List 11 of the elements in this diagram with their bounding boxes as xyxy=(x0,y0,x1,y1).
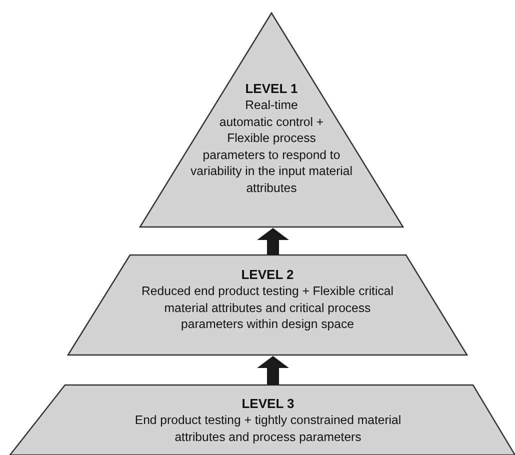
block-arrow xyxy=(257,356,289,385)
pyramid-tier xyxy=(8,385,515,455)
tier-description: End product testing + tightly constrained material attributes and process parameters xyxy=(134,412,402,445)
block-arrow xyxy=(257,228,289,255)
tier-heading: LEVEL 2 xyxy=(240,266,295,283)
pyramid-tier xyxy=(67,255,468,356)
tier-heading: LEVEL 3 xyxy=(240,395,296,412)
tier-description: Real-time automatic control + Flexible process parameters to respond to variability in the input material attributes xyxy=(189,97,354,196)
tier-heading: LEVEL 1 xyxy=(244,80,299,97)
tier-description: Reduced end product testing + Flexible critical material attributes and critical process parameters within design space xyxy=(140,283,394,332)
pyramid-apex xyxy=(140,13,403,228)
